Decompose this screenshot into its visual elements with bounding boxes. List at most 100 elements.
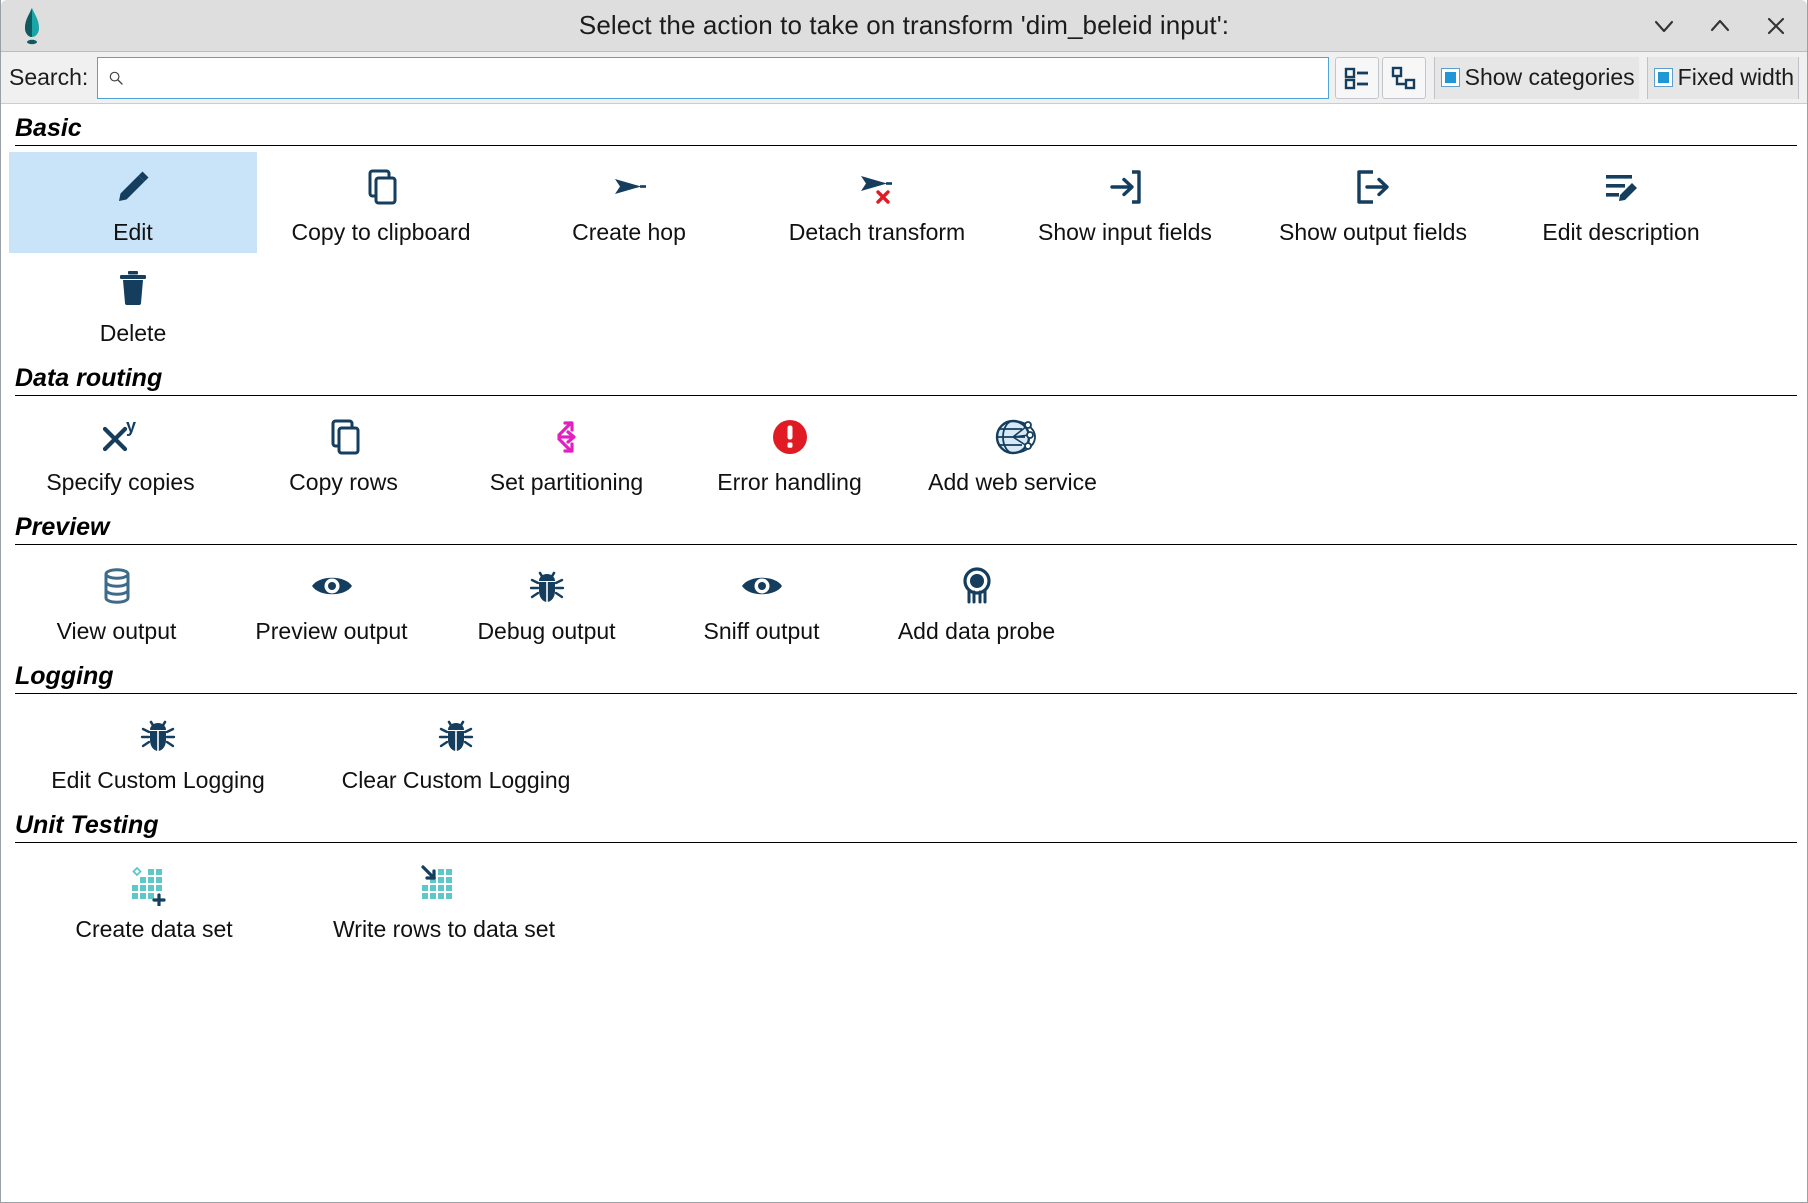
section-unit-testing: Unit Testing bbox=[9, 811, 1799, 950]
edit-description-icon bbox=[1599, 162, 1643, 212]
section-divider bbox=[15, 544, 1797, 546]
error-circle-icon bbox=[768, 412, 812, 462]
database-icon bbox=[95, 561, 139, 611]
data-set-write-icon bbox=[419, 859, 469, 909]
output-fields-icon bbox=[1351, 162, 1395, 212]
close-button[interactable] bbox=[1759, 9, 1793, 43]
action-show-output-fields[interactable]: Show output fields bbox=[1249, 152, 1497, 253]
action-label: Sniff output bbox=[703, 618, 820, 645]
search-input[interactable] bbox=[128, 57, 1320, 98]
section-title-basic: Basic bbox=[15, 114, 82, 142]
action-label: Show output fields bbox=[1279, 218, 1467, 245]
copy-icon bbox=[322, 412, 366, 462]
tree-view-button[interactable] bbox=[1381, 56, 1426, 99]
action-clear-custom-logging[interactable]: Clear Custom Logging bbox=[307, 700, 605, 801]
action-copy-to-clipboard[interactable]: Copy to clipboard bbox=[257, 152, 505, 253]
action-edit[interactable]: Edit bbox=[9, 151, 257, 254]
action-preview-output[interactable]: Preview output bbox=[224, 551, 439, 652]
arrow-hop-delete-icon bbox=[855, 162, 899, 212]
action-detach-transform[interactable]: Detach transform bbox=[753, 152, 1001, 253]
window-controls bbox=[1647, 9, 1807, 43]
action-error-handling[interactable]: Error handling bbox=[678, 402, 901, 503]
action-write-rows-to-data-set[interactable]: Write rows to data set bbox=[299, 849, 589, 950]
section-basic: Basic Edit bbox=[9, 114, 1799, 354]
section-divider bbox=[15, 693, 1797, 695]
action-view-output[interactable]: View output bbox=[9, 551, 224, 652]
eye-icon bbox=[309, 561, 355, 611]
show-categories-checkbox[interactable]: Show categories bbox=[1433, 56, 1639, 99]
action-create-data-set[interactable]: Create data set bbox=[9, 849, 299, 950]
action-add-web-service[interactable]: Add web service bbox=[901, 402, 1124, 503]
eye-icon bbox=[739, 561, 785, 611]
maximize-button[interactable] bbox=[1703, 9, 1737, 43]
trash-icon bbox=[111, 263, 155, 313]
bug-icon bbox=[434, 710, 478, 760]
action-delete[interactable]: Delete bbox=[9, 253, 257, 354]
search-toolbar: Search: bbox=[1, 52, 1807, 104]
view-mode-toggles bbox=[1334, 56, 1426, 99]
section-title-logging: Logging bbox=[15, 662, 114, 691]
action-label: Edit bbox=[113, 218, 153, 245]
x-to-the-y-icon: y bbox=[97, 412, 145, 462]
action-label: Copy rows bbox=[289, 469, 398, 496]
title-bar: Select the action to take on transform '… bbox=[1, 0, 1807, 52]
action-label: Debug output bbox=[477, 618, 616, 645]
action-label: Delete bbox=[99, 320, 167, 347]
web-service-globe-icon bbox=[989, 412, 1037, 462]
fixed-width-check-icon bbox=[1653, 68, 1673, 87]
svg-text:y: y bbox=[126, 416, 136, 436]
section-basic-grid: Edit Copy to clipboard bbox=[9, 151, 1799, 355]
minimize-button[interactable] bbox=[1647, 9, 1681, 43]
pencil-icon bbox=[111, 162, 155, 212]
search-box[interactable] bbox=[97, 56, 1329, 99]
action-label: Write rows to data set bbox=[333, 916, 555, 943]
hop-app-logo-icon bbox=[9, 3, 55, 49]
fixed-width-label: Fixed width bbox=[1677, 64, 1794, 90]
section-logging-grid: Edit Custom Logging Clear Custom Logging bbox=[9, 700, 1799, 801]
action-label: Show input fields bbox=[1038, 218, 1212, 245]
data-set-add-icon bbox=[129, 859, 179, 909]
fixed-width-checkbox[interactable]: Fixed width bbox=[1646, 56, 1799, 99]
action-edit-custom-logging[interactable]: Edit Custom Logging bbox=[9, 700, 307, 801]
show-categories-check-icon bbox=[1440, 68, 1460, 87]
show-categories-label: Show categories bbox=[1464, 64, 1635, 90]
section-data-routing-grid: y Specify copies Copy rows bbox=[9, 402, 1799, 503]
section-unit-testing-grid: Create data set bbox=[9, 849, 1799, 950]
action-label: Detach transform bbox=[788, 218, 966, 245]
action-copy-rows[interactable]: Copy rows bbox=[232, 402, 455, 503]
action-label: Copy to clipboard bbox=[291, 218, 471, 245]
action-label: Create hop bbox=[572, 218, 686, 245]
action-edit-description[interactable]: Edit description bbox=[1497, 152, 1745, 253]
action-label: Create data set bbox=[75, 916, 233, 943]
action-label: Add data probe bbox=[897, 618, 1056, 645]
action-label: Specify copies bbox=[46, 469, 195, 496]
bug-icon bbox=[525, 561, 569, 611]
action-label: Edit description bbox=[1542, 218, 1700, 245]
action-set-partitioning[interactable]: Set partitioning bbox=[455, 402, 678, 503]
action-create-hop[interactable]: Create hop bbox=[505, 152, 753, 253]
section-divider bbox=[15, 144, 1797, 146]
list-view-button[interactable] bbox=[1334, 56, 1379, 99]
section-divider bbox=[15, 395, 1797, 397]
action-label: Set partitioning bbox=[489, 469, 644, 496]
search-label: Search: bbox=[9, 64, 89, 90]
action-label: Add web service bbox=[928, 469, 1097, 496]
action-debug-output[interactable]: Debug output bbox=[439, 551, 654, 652]
action-specify-copies[interactable]: y Specify copies bbox=[9, 402, 232, 503]
section-preview-grid: View output Preview output bbox=[9, 551, 1799, 652]
action-label: View output bbox=[56, 618, 177, 645]
bug-icon bbox=[136, 710, 180, 760]
action-label: Error handling bbox=[717, 469, 862, 496]
section-logging: Logging Edit Custom Logging bbox=[9, 662, 1799, 801]
action-show-input-fields[interactable]: Show input fields bbox=[1001, 152, 1249, 253]
dialog-title: Select the action to take on transform '… bbox=[578, 10, 1230, 40]
action-add-data-probe[interactable]: Add data probe bbox=[869, 551, 1084, 652]
section-title-unit-testing: Unit Testing bbox=[15, 811, 159, 840]
action-label: Edit Custom Logging bbox=[51, 767, 265, 794]
copy-icon bbox=[359, 162, 403, 212]
section-divider bbox=[15, 842, 1797, 844]
action-label: Preview output bbox=[255, 618, 408, 645]
action-sniff-output[interactable]: Sniff output bbox=[654, 551, 869, 652]
partitioning-arrows-icon bbox=[545, 412, 589, 462]
